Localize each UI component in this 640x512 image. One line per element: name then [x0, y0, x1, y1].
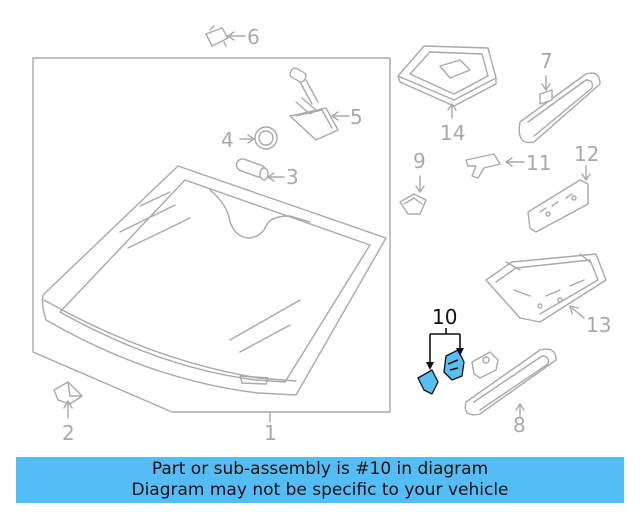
callout-4: 4 — [221, 128, 234, 152]
part-3-plug — [235, 158, 269, 181]
windshield-group-frame — [32, 57, 391, 413]
part-11-bracket — [465, 153, 501, 179]
callout-7: 7 — [540, 49, 553, 73]
callout-13: 13 — [586, 313, 611, 337]
callout-14: 14 — [440, 121, 465, 145]
part-6-clip — [205, 25, 229, 47]
part-5-sensor-cover — [289, 67, 339, 141]
callout-3: 3 — [286, 165, 299, 189]
callout-8: 8 — [513, 413, 526, 437]
callout-1: 1 — [264, 421, 277, 445]
part-4-ring — [254, 126, 278, 150]
callout-6: 6 — [247, 25, 260, 49]
part-14-overhead-console — [397, 45, 497, 107]
part-9-cover — [399, 193, 427, 215]
part-7-mirror — [518, 72, 601, 144]
callout-12: 12 — [574, 142, 599, 166]
callout-5: 5 — [350, 105, 363, 129]
callout-11: 11 — [526, 151, 551, 175]
callout-2: 2 — [62, 421, 75, 445]
part-12-bracket — [527, 179, 589, 233]
banner-line-1: Part or sub-assembly is #10 in diagram — [151, 459, 489, 479]
info-banner: Part or sub-assembly is #10 in diagram D… — [16, 457, 624, 503]
windshield-part-1 — [41, 165, 387, 396]
part-8-mirror — [464, 348, 557, 416]
callout-10: 10 — [432, 305, 457, 329]
part-10-cover-highlighted — [417, 349, 465, 395]
callout-10-leader — [426, 328, 464, 370]
part-13-trim-panel — [485, 253, 607, 323]
part-2-clip — [53, 381, 83, 405]
callout-9: 9 — [413, 149, 426, 173]
banner-line-2: Diagram may not be specific to your vehi… — [131, 480, 509, 500]
